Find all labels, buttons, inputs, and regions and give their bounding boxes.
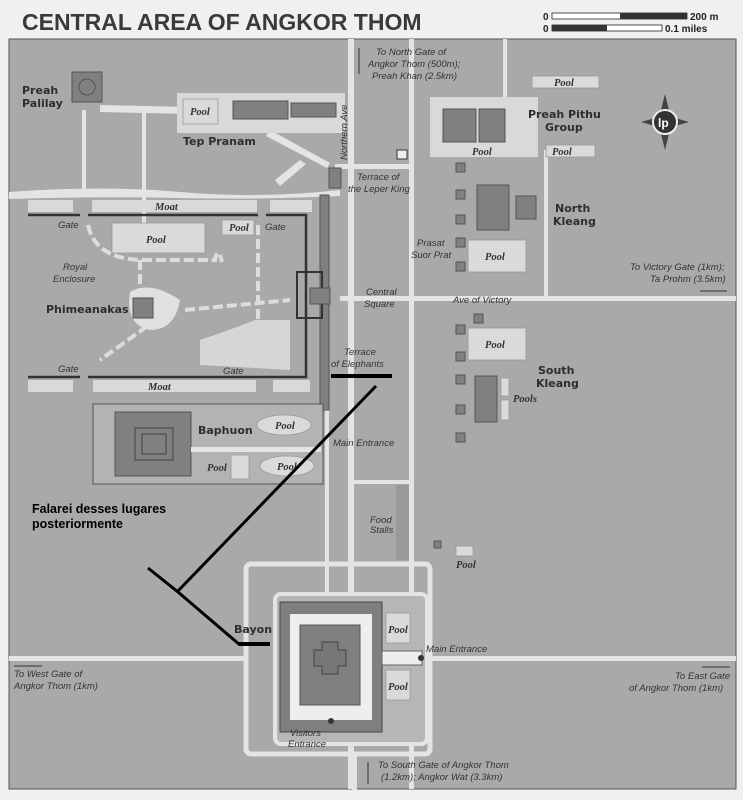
label-moat-bottom: Moat (147, 382, 172, 393)
label-gate: Gate (223, 366, 244, 377)
label-south-gate: To South Gate of Angkor Thom (378, 760, 509, 771)
north-kleang-building (476, 184, 510, 231)
label-north-kleang-2: Kleang (553, 215, 596, 228)
scale-zero-mi: 0 (543, 24, 549, 35)
pool-label: Pool (190, 107, 210, 118)
map-title: CENTRAL AREA OF ANGKOR THOM (22, 9, 422, 35)
label-tep-pranam: Tep Pranam (183, 135, 256, 148)
label-baphuon-main-entrance: Main Entrance (333, 438, 394, 449)
scale-metric: 200 m (690, 12, 718, 23)
scale-imperial: 0.1 miles (665, 24, 708, 35)
pool-label: Pool (388, 625, 408, 636)
label-royal-enclosure: Royal (63, 262, 88, 273)
label-northern-ave: Northern Ave (339, 105, 350, 160)
phimeanakas-temple (132, 297, 154, 319)
label-leper-king: Terrace of (357, 172, 401, 183)
label-central-square-2: Square (364, 299, 395, 310)
baphuon-temple (114, 411, 192, 477)
label-east-gate-2: of Angkor Thom (1km) (629, 683, 723, 694)
lonely-planet-logo: lp (658, 116, 669, 130)
label-terrace-elephants: Terrace (344, 347, 376, 358)
pool-label: Pool (552, 147, 572, 158)
label-north-gate-2: Angkor Thom (500m); (367, 59, 461, 70)
label-visitors-entrance-2: Entrance (288, 739, 326, 750)
label-suor-prat-2: Suor Prat (411, 250, 451, 261)
pool-label: Pool (277, 462, 297, 473)
pool-label: Pool (472, 147, 492, 158)
scale-bar: 0 200 m 0 0.1 miles (543, 12, 718, 35)
pool-label: Pool (146, 235, 166, 246)
label-preah-palilay-2: Palilay (22, 97, 63, 110)
label-food-stalls: Food (370, 515, 392, 526)
compass-icon: lp (641, 94, 689, 150)
pool-label: Pool (207, 463, 227, 474)
label-west-gate-2: Angkor Thom (1km) (13, 681, 98, 692)
label-east-gate: To East Gate (675, 671, 730, 682)
label-preah-pithu: Preah Pithu (528, 108, 601, 121)
preah-palilay-temple (71, 71, 103, 103)
label-south-kleang: South (538, 364, 574, 377)
label-terrace-elephants-2: of Elephants (331, 359, 384, 370)
label-victory-gate: To Victory Gate (1km); (630, 262, 725, 273)
label-gate: Gate (58, 364, 79, 375)
label-victory-gate-2: Ta Prohm (3.5km) (650, 274, 726, 285)
preah-pithu-temple (442, 108, 477, 143)
annotation-text-line2: posteriormente (32, 517, 123, 531)
pool-label: Pool (456, 560, 476, 571)
annotation-text-line1: Falarei desses lugares (32, 502, 166, 516)
label-north-gate: To North Gate of (376, 47, 447, 58)
label-north-kleang: North (555, 202, 590, 215)
label-north-gate-3: Preah Khan (2.5km) (372, 71, 457, 82)
pool-label: Pool (485, 340, 505, 351)
label-gate: Gate (58, 220, 79, 231)
toilet-icon (396, 149, 408, 160)
pool-label: Pool (229, 223, 249, 234)
royal-enclosure-wall (28, 213, 308, 379)
annotation-lines (147, 374, 392, 647)
label-gate: Gate (265, 222, 286, 233)
pool-label: Pool (275, 421, 295, 432)
south-kleang-building (474, 375, 498, 423)
label-south-gate-2: (1.2km); Angkor Wat (3.3km) (381, 772, 502, 783)
label-royal-enclosure-2: Enclosure (53, 274, 95, 285)
label-moat-top: Moat (154, 202, 179, 213)
pool-label: Pool (388, 682, 408, 693)
label-preah-palilay: Preah (22, 84, 58, 97)
label-pools: Pools (513, 394, 537, 405)
label-ave-of-victory: Ave of Victory (452, 295, 513, 306)
label-leper-king-2: the Leper King (348, 184, 411, 195)
label-west-gate: To West Gate of (14, 669, 83, 680)
label-central-square: Central (366, 287, 398, 298)
ave-of-victory-road (340, 296, 736, 301)
scale-zero-m: 0 (543, 12, 549, 23)
label-south-kleang-2: Kleang (536, 377, 579, 390)
label-food-stalls-2: Stalls (370, 525, 393, 536)
label-visitors-entrance: Visitors (290, 728, 321, 739)
visitors-entrance-marker (328, 718, 334, 724)
label-bayon: Bayon (234, 623, 272, 636)
label-bayon-main-entrance: Main Entrance (426, 644, 487, 655)
label-preah-pithu-2: Group (545, 121, 583, 134)
terrace-leper-king (328, 167, 342, 189)
pool-label: Pool (485, 252, 505, 263)
pool-label: Pool (554, 78, 574, 89)
main-entrance-marker (418, 655, 424, 661)
label-phimeanakas: Phimeanakas (46, 303, 129, 316)
prasat-suor-prat-towers (455, 162, 484, 443)
label-baphuon: Baphuon (198, 424, 253, 437)
label-suor-prat: Prasat (417, 238, 445, 249)
tep-pranam-temple (232, 100, 289, 120)
